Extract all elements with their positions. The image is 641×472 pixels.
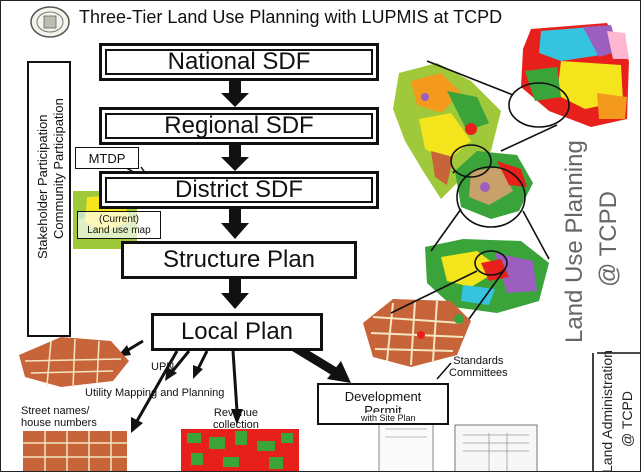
local-plan-map (363, 299, 471, 367)
regional-sdf-label: Regional SDF (164, 112, 314, 139)
mtdp-box: MTDP (75, 147, 139, 169)
land-use-map-label: Land use map (87, 225, 151, 236)
at-tcpd-label-2: @ TCPD (619, 391, 635, 447)
zoom-connectors (390, 60, 640, 471)
current-land-use-box: (Current) Land use map (77, 211, 161, 239)
participation-box (27, 61, 71, 337)
district-sdf-label: District SDF (175, 176, 303, 203)
land-use-planning-label: Land Use Planning (561, 140, 588, 343)
revenue-collection-label: Revenue collection (213, 407, 259, 431)
street-line2: house numbers (21, 417, 97, 429)
community-participation-label: Community Participation (51, 98, 66, 239)
upn-parcels (19, 337, 129, 388)
revenue-line1: Revenue (213, 407, 258, 419)
structure-plan-box: Structure Plan (121, 241, 357, 279)
development-permit-box: Development Permit (317, 383, 449, 425)
street-names-label: Street names/ house numbers (21, 405, 97, 429)
standards-committees-label: Standards Committees (449, 355, 508, 379)
mtdp-label: MTDP (88, 150, 126, 166)
district-map (455, 151, 533, 219)
flow-arrows (221, 81, 249, 309)
revenue-map (181, 429, 299, 471)
utility-mapping-label: Utility Mapping and Planning (85, 387, 225, 399)
upn-label: UPN (151, 361, 175, 373)
structure-plan-map (425, 239, 549, 313)
national-map (521, 23, 629, 127)
national-sdf-box: National SDF (99, 43, 379, 81)
tcpd-logo (29, 5, 71, 39)
local-plan-label: Local Plan (180, 318, 294, 345)
site-plan-document (454, 424, 538, 471)
district-sdf-box: District SDF (99, 171, 379, 209)
site-plan-label: with Site Plan (361, 413, 416, 423)
land-administration-label: Land Administration (599, 350, 615, 472)
street-line1: Street names/ (21, 405, 90, 417)
diagram-title: Three-Tier Land Use Planning with LUPMIS… (79, 7, 503, 27)
development-line: Development (344, 389, 422, 404)
local-plan-box: Local Plan (151, 313, 323, 351)
current-label: (Current) (98, 214, 139, 225)
national-sdf-label: National SDF (167, 48, 311, 75)
standards-line1: Standards (453, 355, 504, 367)
structure-plan-label: Structure Plan (162, 246, 316, 273)
standards-line2: Committees (449, 367, 508, 379)
stakeholder-participation-label: Stakeholder Participation (35, 114, 50, 259)
regional-sdf-box: Regional SDF (99, 107, 379, 145)
at-tcpd-label-1: @ TCPD (595, 191, 622, 287)
street-parcels (23, 431, 127, 471)
revenue-line2: collection (213, 419, 259, 431)
